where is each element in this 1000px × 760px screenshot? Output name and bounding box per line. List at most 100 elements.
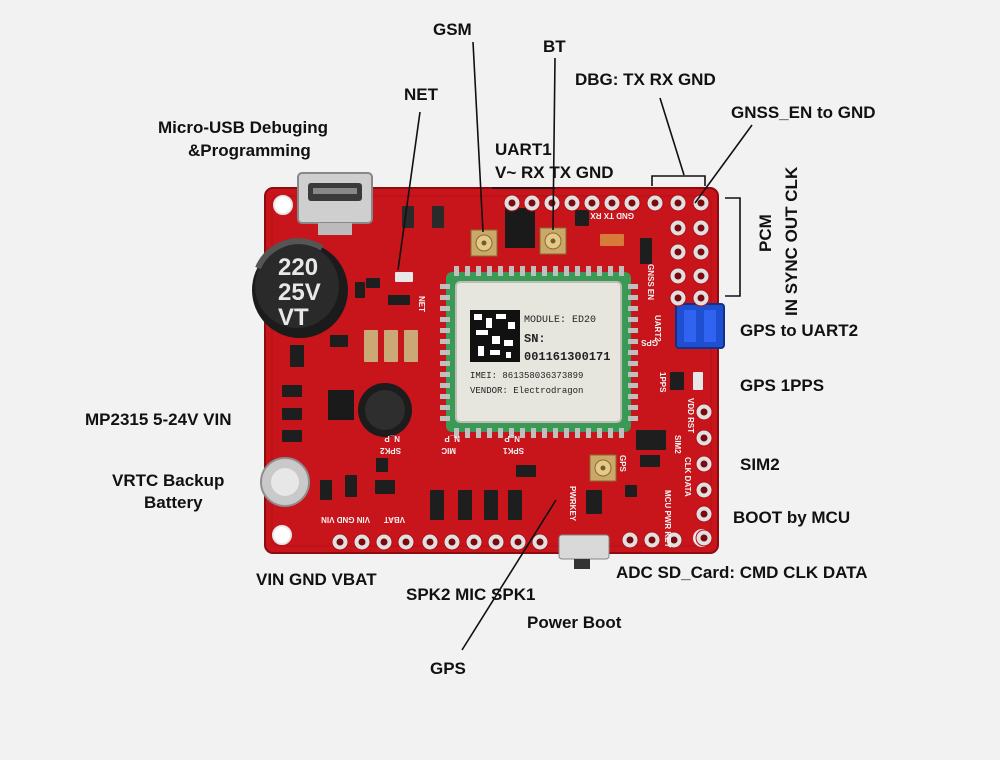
module-pin <box>628 383 638 388</box>
label-gnss-en: GNSS_EN to GND <box>731 103 876 122</box>
mounting-hole-bl <box>272 525 292 545</box>
silk-spk2: SPK2 <box>380 446 401 455</box>
smd-part <box>282 430 302 442</box>
module-pin <box>597 428 602 438</box>
silk-gnss-en: GNSS EN <box>646 264 655 300</box>
silk-1pps: 1PPS <box>658 372 667 393</box>
silk-spk1: SPK1 <box>503 446 524 455</box>
module-pin <box>564 428 569 438</box>
header-pad-hole <box>402 538 410 546</box>
silk-mcu-pwr-key: MCU PWR KEY <box>663 490 672 548</box>
smd-part <box>508 490 522 520</box>
smd-part <box>355 282 365 298</box>
label-vrtc-2: Battery <box>144 493 203 512</box>
leader-gsm <box>472 41 484 233</box>
smd-part <box>693 372 703 390</box>
label-gps: GPS <box>430 659 466 678</box>
leader-gps <box>461 499 557 651</box>
module-pin <box>608 266 613 276</box>
smd-part <box>575 210 589 226</box>
module-pin <box>628 284 638 289</box>
module-pin <box>575 266 580 276</box>
gps-antenna-connector <box>589 454 617 482</box>
leader-dbg-bracket <box>651 175 706 186</box>
module-pin <box>564 266 569 276</box>
module-pin <box>440 383 450 388</box>
header-pad-hole <box>514 538 522 546</box>
silk-mic: MIC <box>441 446 456 455</box>
header-pad-hole <box>700 408 708 416</box>
module-pin <box>440 416 450 421</box>
header-pad-hole <box>626 536 634 544</box>
module-pin <box>440 405 450 410</box>
silk-vbat: VBAT <box>384 515 405 524</box>
header-pad-hole <box>568 199 576 207</box>
capacitor-label-3: VT <box>278 304 309 331</box>
smd-part <box>330 335 348 347</box>
leader-lines <box>397 41 753 651</box>
smd-part <box>640 238 652 264</box>
header-pad-hole <box>697 272 705 280</box>
ic-chip-uart <box>505 208 535 248</box>
module-pin <box>440 284 450 289</box>
module-pin <box>553 428 558 438</box>
module-pin <box>454 428 459 438</box>
smd-part <box>600 234 624 246</box>
header-pad-hole <box>528 199 536 207</box>
module-pin <box>498 266 503 276</box>
smd-part <box>484 490 498 520</box>
module-pin <box>628 317 638 322</box>
module-pin <box>520 266 525 276</box>
module-pin <box>440 306 450 311</box>
inductor <box>358 383 412 437</box>
module-pin <box>498 428 503 438</box>
header-pad-hole <box>697 199 705 207</box>
module-pin <box>454 266 459 276</box>
label-gsm: GSM <box>433 20 472 39</box>
header-pad-hole <box>674 199 682 207</box>
silk-gnd-tx-rx: GND TX RX <box>590 211 634 220</box>
smd-part <box>375 480 395 494</box>
header-pad-hole <box>700 486 708 494</box>
capacitor-label-1: 220 <box>278 254 318 281</box>
module-pin <box>628 361 638 366</box>
header-pad-hole <box>492 538 500 546</box>
module-pin <box>608 428 613 438</box>
leader-dbg <box>659 97 685 176</box>
header-pad-hole <box>674 294 682 302</box>
module-pin <box>542 428 547 438</box>
silk-clk-data: CLK DATA <box>683 457 692 497</box>
label-vin-gnd-vbat: VIN GND VBAT <box>256 570 377 589</box>
label-uart1-1: UART1 <box>495 140 552 159</box>
smd-part <box>366 278 380 288</box>
smd-part <box>430 490 444 520</box>
module-sn-value: 001161300171 <box>524 350 610 364</box>
bt-antenna-connector <box>539 227 567 255</box>
module-pin <box>476 428 481 438</box>
header-pad-hole <box>336 538 344 546</box>
module-pin <box>542 266 547 276</box>
header-pad-hole <box>674 272 682 280</box>
module-pin <box>520 428 525 438</box>
smd-part <box>640 455 660 467</box>
label-micro-usb-1: Micro-USB Debuging <box>158 118 328 137</box>
smd-components <box>282 206 703 520</box>
module-pins <box>440 266 638 438</box>
label-power-boot: Power Boot <box>527 613 622 632</box>
silk-gps: GPS <box>640 338 658 347</box>
smd-part <box>586 490 602 514</box>
module-pin <box>628 405 638 410</box>
label-vrtc-1: VRTC Backup <box>112 471 224 490</box>
label-net: NET <box>404 85 439 104</box>
silk-net: NET <box>417 296 426 312</box>
label-gps-to-uart2: GPS to UART2 <box>740 321 858 340</box>
label-adc-sd: ADC SD_Card: CMD CLK DATA <box>616 563 868 582</box>
power-boot-switch <box>558 534 610 569</box>
label-mp2315: MP2315 5-24V VIN <box>85 410 231 429</box>
gsm-antenna-connector <box>470 229 498 257</box>
module-pin <box>628 328 638 333</box>
module-pin <box>628 416 638 421</box>
label-gps-1pps: GPS 1PPS <box>740 376 824 395</box>
silk-pwrkey: PWRKEY <box>568 486 577 522</box>
